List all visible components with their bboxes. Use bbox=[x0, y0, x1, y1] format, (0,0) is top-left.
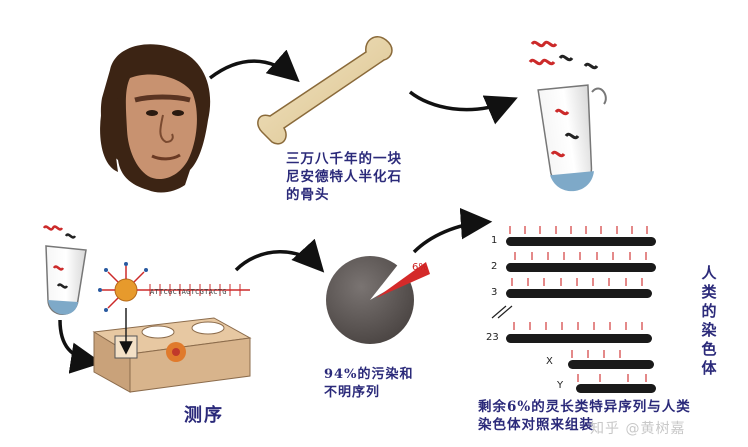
sequencing-chip-illustration bbox=[92, 262, 252, 393]
dna-sequence-label: ATTCGCTAGTCGTACTG bbox=[150, 288, 227, 296]
fossil-caption-line-3: 的骨头 bbox=[286, 187, 330, 203]
bone-fossil-illustration bbox=[257, 36, 393, 145]
neanderthal-face-illustration bbox=[100, 44, 211, 193]
chromosome-1 bbox=[506, 237, 656, 246]
chromosome-y bbox=[576, 384, 656, 393]
chromosome-2 bbox=[506, 263, 656, 272]
arrow-pie-to-chromosomes bbox=[412, 207, 493, 254]
fossil-caption-line-2: 尼安德特人半化石 bbox=[286, 169, 402, 185]
contamination-caption-line-1: 94%的污染和 bbox=[324, 367, 414, 382]
pie-slice-remaining bbox=[376, 262, 430, 298]
watermark: 知乎 @黄树嘉 bbox=[590, 421, 686, 437]
chromosome-label-1: 1 bbox=[491, 235, 498, 246]
pie-percent-label: 6% bbox=[412, 262, 428, 273]
contamination-caption-line-2: 不明序列 bbox=[324, 385, 381, 400]
assembly-caption-line-1: 剩余6%的灵长类特异序列与人类 bbox=[478, 399, 691, 415]
fossil-caption: 三万八千年的一块 尼安德特人半化石 的骨头 bbox=[286, 150, 402, 204]
fossil-caption-line-1: 三万八千年的一块 bbox=[286, 151, 402, 167]
chromosome-3 bbox=[506, 289, 652, 298]
chromosome-label-23: 23 bbox=[486, 332, 499, 343]
arrow-face-to-bone bbox=[208, 49, 300, 83]
dna-tube-top-illustration bbox=[528, 40, 607, 192]
dna-tube-small-illustration bbox=[42, 225, 87, 315]
assembly-caption: 剩余6%的灵长类特异序列与人类 染色体对照来组装 bbox=[478, 398, 691, 434]
sequencing-label: 测序 bbox=[184, 405, 224, 426]
assembly-caption-line-2: 染色体对照来组装 bbox=[478, 417, 594, 433]
chromosome-x bbox=[568, 360, 654, 369]
chromosome-panel bbox=[491, 226, 656, 393]
chromosome-23 bbox=[506, 334, 652, 343]
chromosome-label-2: 2 bbox=[491, 261, 498, 272]
arrow-bone-to-tube bbox=[408, 90, 518, 125]
contamination-caption: 94%的污染和 不明序列 bbox=[324, 366, 413, 402]
human-chromosomes-label: 人类的染色体 bbox=[701, 264, 717, 377]
contamination-pie-chart bbox=[326, 256, 430, 344]
chromosome-label-3: 3 bbox=[491, 287, 498, 298]
chromosome-label-x: X bbox=[546, 356, 553, 367]
arrow-chip-to-pie bbox=[234, 238, 325, 273]
arrow-tube-to-chip bbox=[58, 319, 103, 374]
chromosome-label-y: Y bbox=[557, 380, 564, 391]
